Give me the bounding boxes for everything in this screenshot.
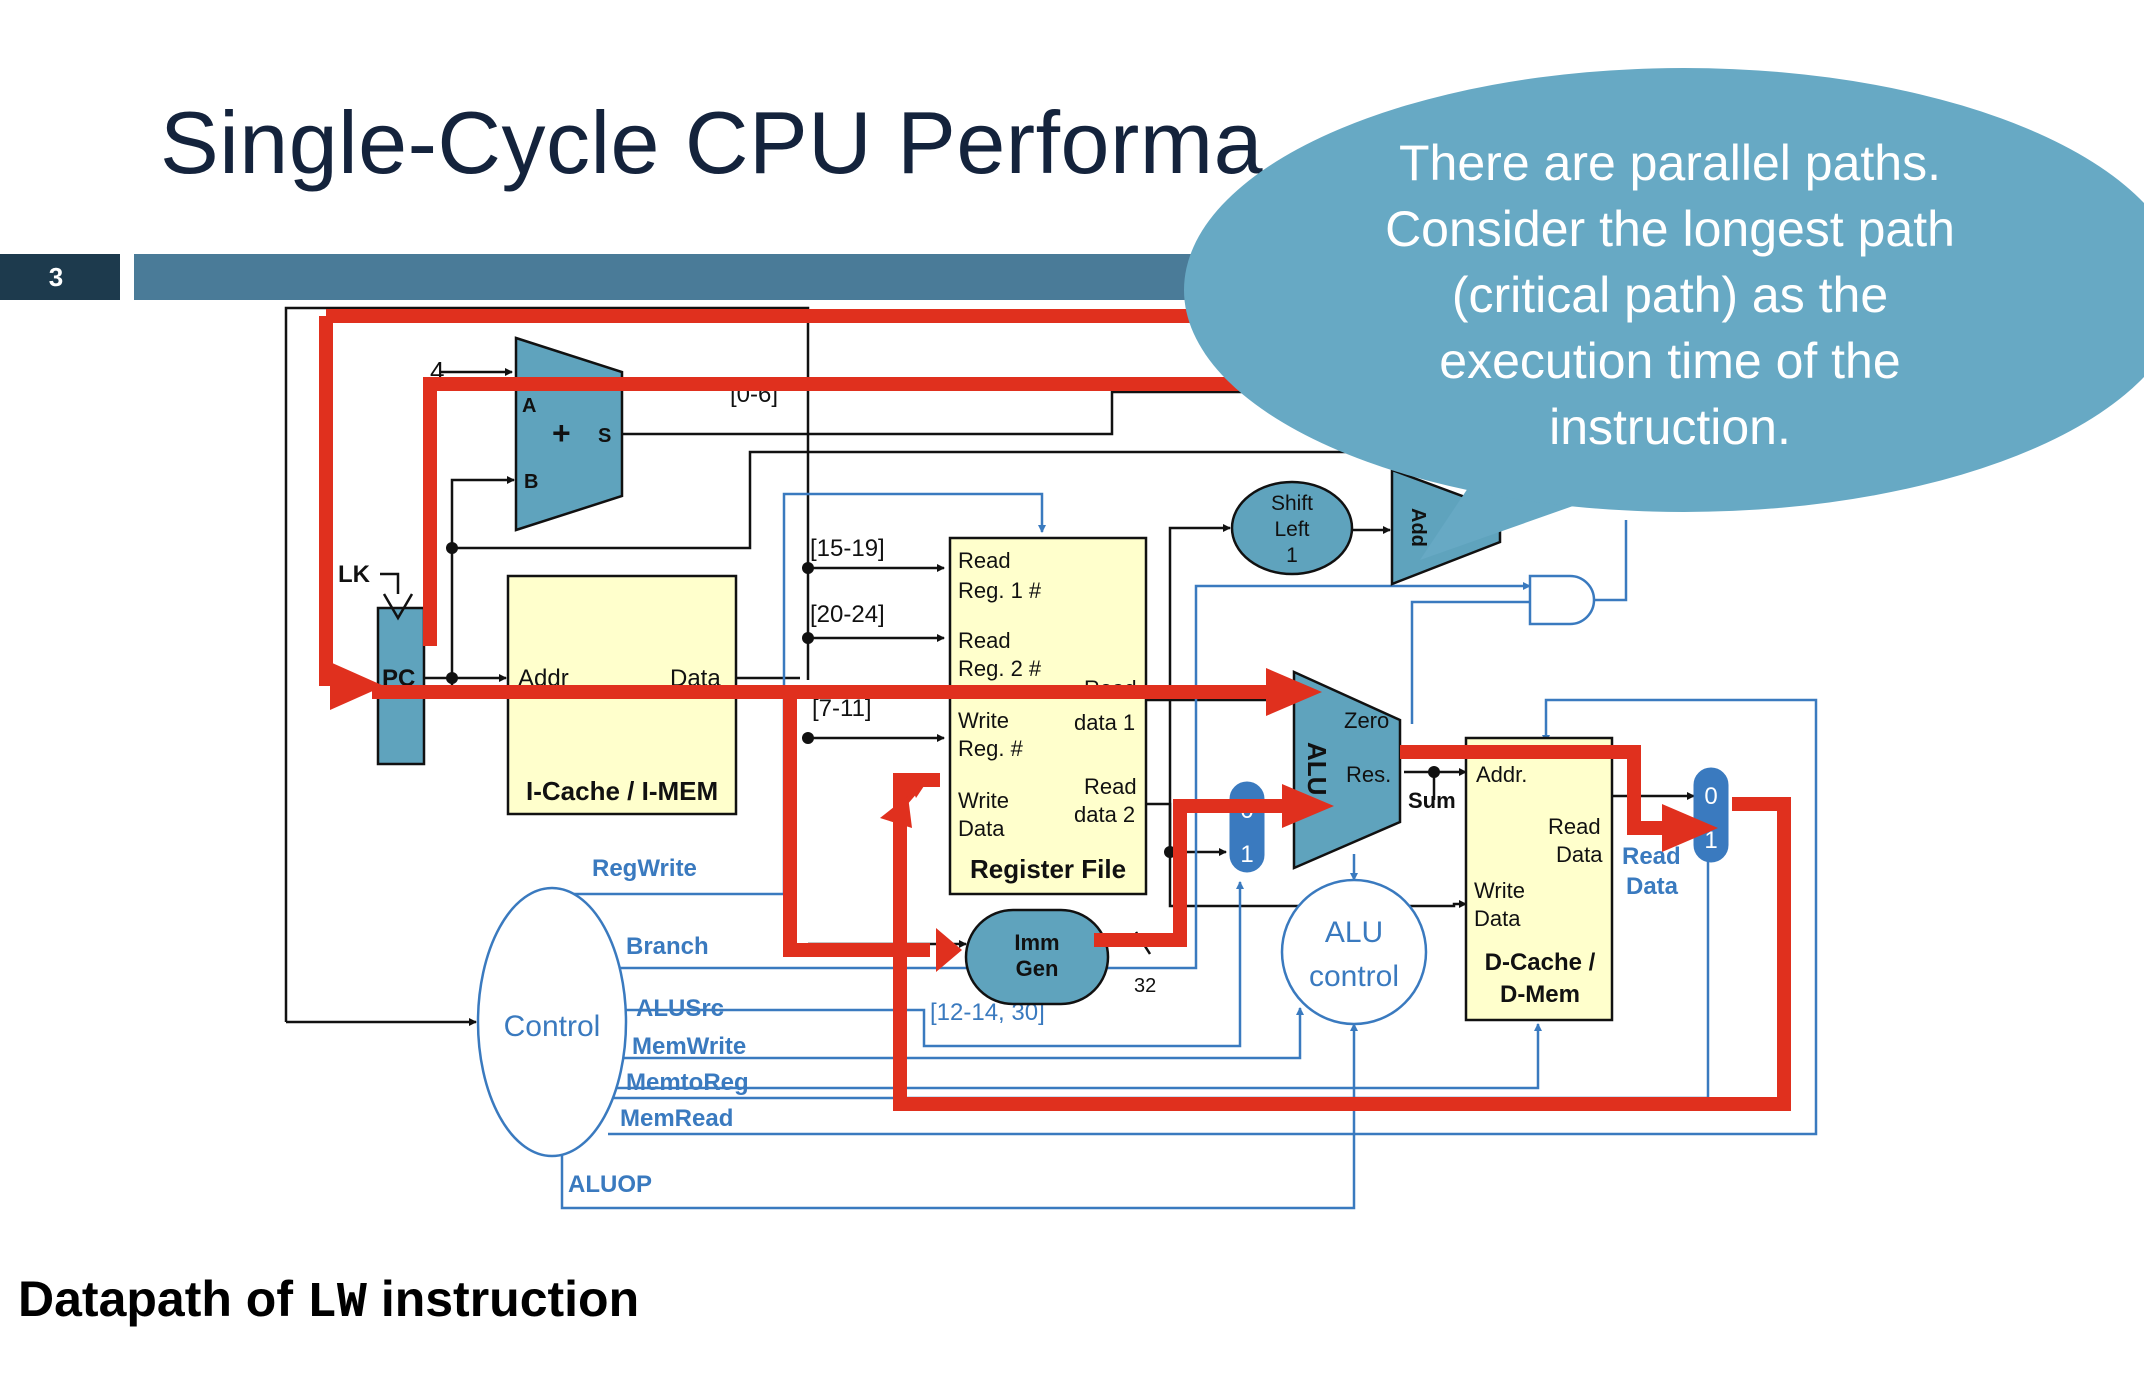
- dcache-addr-label: Addr.: [1476, 762, 1527, 787]
- width-32-label: 32: [1134, 975, 1156, 997]
- rf-read1-label-a: Read: [958, 548, 1011, 573]
- rf-rd2-label-a: Read: [1084, 774, 1137, 799]
- field-20-24-label: [20-24]: [810, 601, 885, 628]
- rf-rd1-label-b: data 1: [1074, 710, 1135, 735]
- critical-path-arrows: [319, 309, 1791, 1111]
- shift-label-c: 1: [1286, 544, 1298, 567]
- data-cache: [1464, 736, 1614, 1022]
- signal-regwrite: RegWrite: [592, 855, 697, 882]
- dcache-read-label-a: Read: [1548, 814, 1601, 839]
- field-7-11-label: [7-11]: [812, 695, 872, 722]
- rf-write-label-a: Write: [958, 708, 1009, 733]
- control-label: Control: [504, 1010, 601, 1043]
- callout-text: There are parallel paths. Consider the l…: [1310, 130, 2030, 460]
- callout-line-5: instruction.: [1549, 399, 1791, 455]
- slide-number-box: [0, 254, 120, 300]
- field-15-19-label: [15-19]: [810, 535, 885, 562]
- shift-left-unit: [1230, 480, 1354, 576]
- dcache-name-b: D-Mem: [1500, 981, 1580, 1008]
- signal-memread: MemRead: [620, 1105, 733, 1132]
- branch-and-gate: [1528, 574, 1596, 626]
- alu-control-label-b: control: [1309, 960, 1399, 993]
- rf-read2-label-b: Reg. 2 #: [958, 656, 1042, 681]
- write-data-arrowhead: [880, 796, 912, 828]
- signal-memtoreg: MemtoReg: [626, 1069, 749, 1096]
- signal-branch: Branch: [626, 933, 709, 960]
- dcache-read-label-b: Data: [1556, 842, 1603, 867]
- slide-number: 3: [48, 262, 64, 292]
- black-wires: [284, 306, 1695, 1026]
- mux-b-top-label: 0: [1704, 783, 1717, 810]
- rf-rd2-label-b: data 2: [1074, 802, 1135, 827]
- immgen-label-a: Imm: [1014, 930, 1059, 955]
- rf-write-label-b: Reg. #: [958, 736, 1024, 761]
- imm-gen: [964, 908, 1110, 1006]
- alu-control-unit: [1280, 878, 1428, 1026]
- caption-suffix: instruction: [366, 1271, 640, 1327]
- control-unit: [476, 886, 628, 1158]
- alu-control-label-a: ALU: [1325, 916, 1383, 949]
- rf-read1-label-b: Reg. 1 #: [958, 578, 1042, 603]
- slide-title: Single-Cycle CPU Performa: [160, 93, 1264, 192]
- adder-a-label: A: [522, 395, 536, 417]
- register-file-name: Register File: [970, 854, 1126, 884]
- slide-caption: Datapath of LW instruction: [18, 1270, 639, 1332]
- clk-label: LK: [338, 561, 371, 588]
- adder-s-label: S: [598, 425, 611, 447]
- read-data-out-b: Data: [1626, 873, 1679, 900]
- signal-alusrc: ALUSrc: [636, 995, 724, 1022]
- caption-code: LW: [306, 1275, 367, 1332]
- dcache-write-label-b: Data: [1474, 906, 1521, 931]
- mux-b-bottom-label: 1: [1704, 827, 1717, 854]
- register-file: [948, 536, 1148, 896]
- callout-line-3: (critical path) as the: [1451, 267, 1889, 323]
- memtoreg-mux: [1693, 767, 1729, 863]
- callout-line-4: execution time of the: [1439, 333, 1901, 389]
- signal-memwrite: MemWrite: [632, 1033, 746, 1060]
- immgen-label-b: Gen: [1016, 956, 1059, 981]
- callout-line-2: Consider the longest path: [1385, 201, 1955, 257]
- adder-b-label: B: [524, 471, 538, 493]
- icache-name-label: I-Cache / I-MEM: [526, 776, 718, 806]
- callout-line-1: There are parallel paths.: [1399, 135, 1941, 191]
- shift-label-a: Shift: [1271, 492, 1313, 515]
- sum-label: Sum: [1408, 788, 1456, 813]
- rf-wdata-label-a: Write: [958, 788, 1009, 813]
- callout-bubble: [1184, 68, 2144, 560]
- shift-label-b: Left: [1274, 518, 1309, 541]
- alu-zero-label: Zero: [1344, 708, 1389, 733]
- branch-adder-label: Add: [1407, 508, 1429, 547]
- adder-plus-label: +: [552, 415, 571, 451]
- dcache-write-label-a: Write: [1474, 878, 1525, 903]
- caption-prefix: Datapath of: [18, 1271, 307, 1327]
- rf-read2-label-a: Read: [958, 628, 1011, 653]
- rf-wdata-label-b: Data: [958, 816, 1005, 841]
- signal-aluop: ALUOP: [568, 1171, 652, 1198]
- dcache-name-a: D-Cache /: [1485, 949, 1596, 976]
- alu-res-label: Res.: [1346, 762, 1391, 787]
- mux-a-bottom-label: 1: [1240, 841, 1253, 868]
- alu-name: ALU: [1302, 742, 1332, 795]
- critical-path-arrowheads: [330, 662, 1718, 972]
